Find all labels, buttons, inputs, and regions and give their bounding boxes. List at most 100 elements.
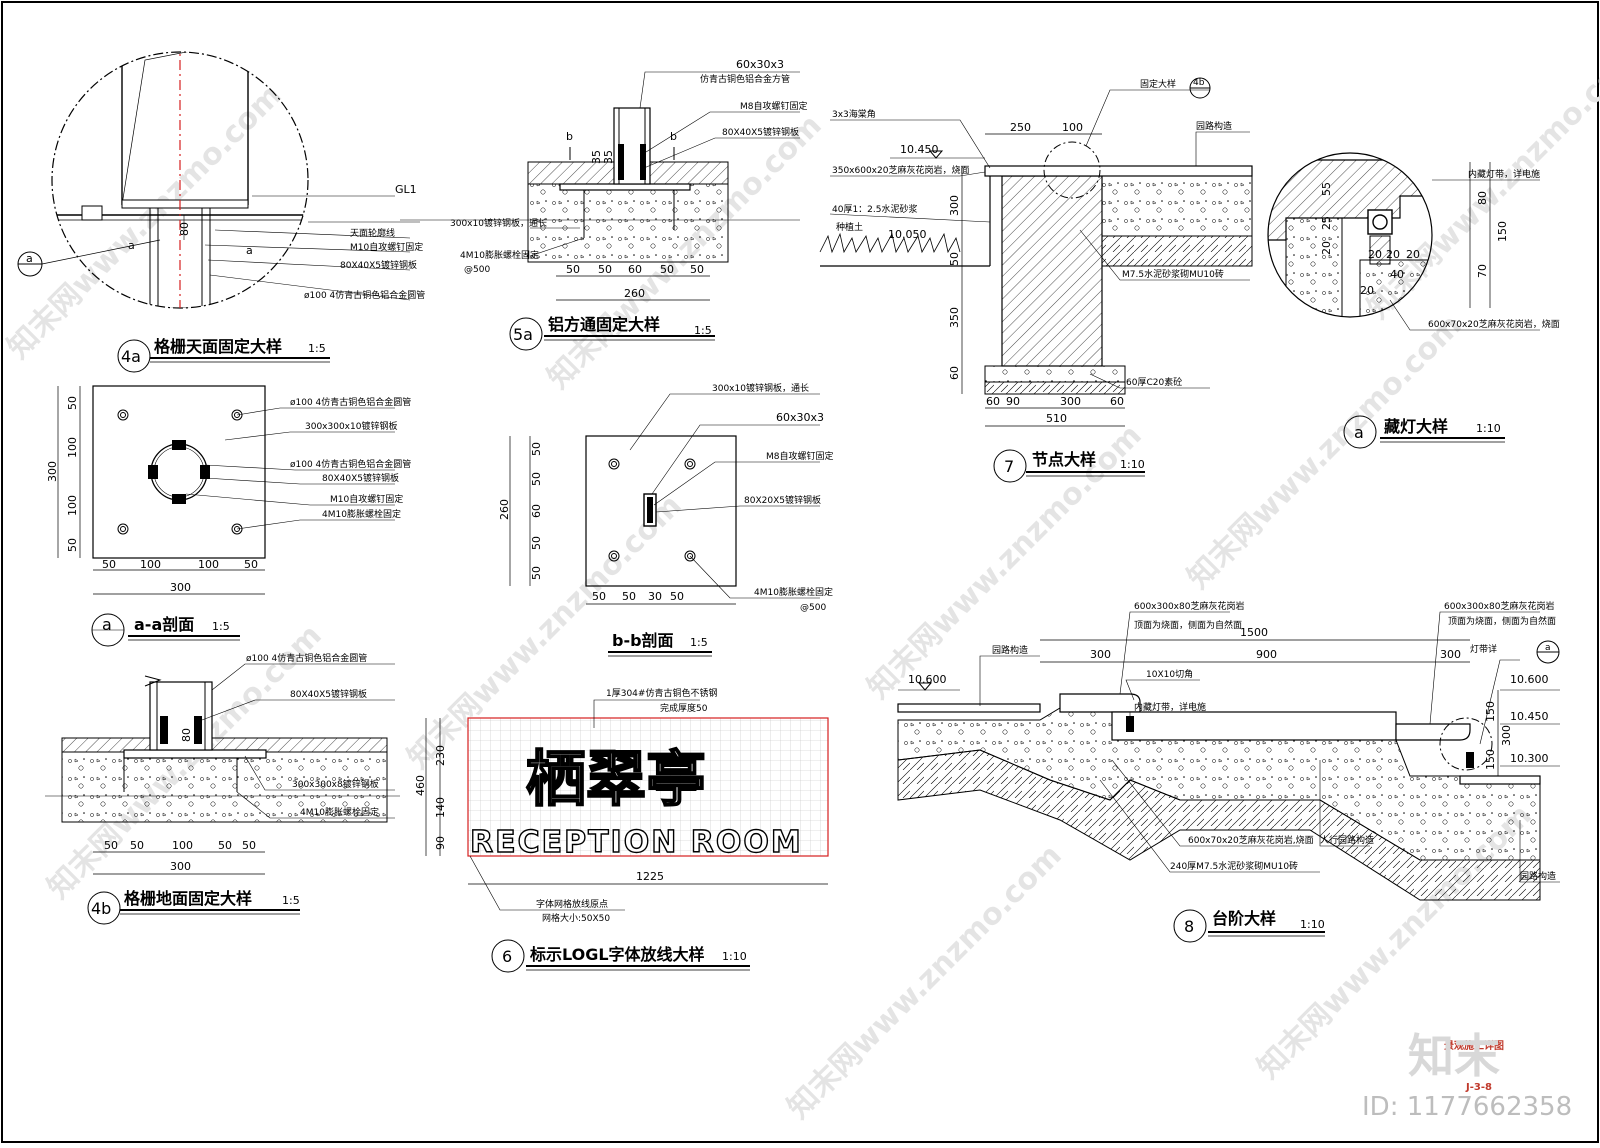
dim-label: 50 xyxy=(530,472,543,486)
dim-label: 20 xyxy=(1368,248,1382,261)
dim-label: 300 xyxy=(170,860,191,873)
dim-label: 300 xyxy=(1440,648,1461,661)
detail-tag: 4b xyxy=(91,899,111,918)
detail-tag: a xyxy=(1354,423,1364,442)
sign-english: RECEPTION ROOM xyxy=(470,825,803,860)
note-label: 600x70x20芝麻灰花岗岩，烧面 xyxy=(1428,318,1560,330)
level-label: 10.600 xyxy=(1510,673,1549,686)
brand-logo: 知末 xyxy=(1408,1029,1500,1083)
dim-label: 50 xyxy=(530,536,543,550)
section-mark: b xyxy=(566,130,573,143)
dim-label: 250 xyxy=(1010,121,1031,134)
dim-label: 100 xyxy=(66,495,79,516)
note-label: 顶面为烧面，侧面为自然面 xyxy=(1134,619,1242,631)
detail-tag: a xyxy=(102,615,112,634)
dim-label: 100 xyxy=(172,839,193,852)
dim-label: 150 xyxy=(1484,749,1497,770)
note-label: ø100 4仿青古铜色铝合金圆管 xyxy=(246,652,367,664)
dim-label: 90 xyxy=(434,836,447,850)
dim-label: 40 xyxy=(1390,268,1404,281)
note-label: 4M10膨胀螺栓固定 xyxy=(754,586,833,598)
dim-label: 50 xyxy=(566,263,580,276)
section-mark: b xyxy=(670,130,677,143)
dim-label: 300 xyxy=(170,581,191,594)
detail-title: b-b剖面 xyxy=(612,631,674,650)
detail-tag: 5a xyxy=(513,325,533,344)
dim-label: 100 xyxy=(1062,121,1083,134)
level-label: 10.600 xyxy=(908,673,947,686)
dim-label: 50 xyxy=(622,590,636,603)
dim-label: 80 xyxy=(178,222,191,236)
image-id: ID: 1177662358 xyxy=(1362,1092,1572,1122)
note-label: 600x300x80芝麻灰花岗岩 xyxy=(1444,600,1554,612)
dim-label: 100 xyxy=(198,558,219,571)
note-label: 完成厚度50 xyxy=(660,702,708,714)
note-label: M10自攻螺钉固定 xyxy=(330,493,403,505)
note-label: 600x70x20芝麻灰花岗岩,烧面 xyxy=(1188,834,1314,846)
dim-label: 50 xyxy=(244,558,258,571)
dim-label: 50 xyxy=(660,263,674,276)
detail-tag: 4a xyxy=(121,347,141,366)
dim-label: 300 xyxy=(1060,395,1081,408)
note-label: ø100 4仿青古铜色铝合金圆管 xyxy=(304,289,425,301)
dim-label: 260 xyxy=(498,499,511,520)
note-label: 字体网格放线原点 xyxy=(536,898,608,910)
dim-label: 70 xyxy=(1476,264,1489,278)
note-label: 网格大小:50X50 xyxy=(542,912,610,924)
dim-label: 100 xyxy=(66,437,79,458)
dim-label: 20 xyxy=(1386,248,1400,261)
note-label: 80X40X5镀锌钢板 xyxy=(322,472,399,484)
dim-label: 30 xyxy=(648,590,662,603)
note-label: 天面轮廓线 xyxy=(350,227,395,239)
dim-label: 510 xyxy=(1046,412,1067,425)
detail-title: 节点大样 xyxy=(1032,450,1096,469)
dim-label: 50 xyxy=(66,396,79,410)
dim-label: 460 xyxy=(414,775,427,796)
dim-label: 60 xyxy=(1110,395,1124,408)
detail-tag: 8 xyxy=(1184,917,1194,936)
note-label: 240厚M7.5水泥砂浆砌MU10砖 xyxy=(1170,860,1298,872)
dim-label: 50 xyxy=(66,538,79,552)
section-mark: a xyxy=(128,239,135,252)
dim-label: 50 xyxy=(102,558,116,571)
dim-label: 300 xyxy=(948,195,961,216)
dim-label: 60 xyxy=(628,263,642,276)
note-label: 4M10膨胀螺栓固定 xyxy=(300,806,379,818)
note-label: @500 xyxy=(800,603,826,613)
dim-label: 230 xyxy=(434,745,447,766)
dim-label: 50 xyxy=(592,590,606,603)
detail-title: 标示LOGL字体放线大样 xyxy=(529,945,705,964)
dim-label: 50 xyxy=(104,839,118,852)
dim-label: 300 xyxy=(1500,725,1513,746)
detail-4a: 80 a a a GL1 天面轮廓线 M10自攻螺钉固定 80X40X5镀锌钢板… xyxy=(17,51,425,373)
level-label: 10.450 xyxy=(900,143,939,156)
note-label: 300x300x8镀锌钢板 xyxy=(292,778,379,790)
detail-7-node: 10.450 10.050 3x3海棠角 350x600x20芝麻灰花岗岩，烧面… xyxy=(819,77,1253,483)
detail-5a: b b 35 35 60x30x3 仿青古铜色铝合金方管 M8自攻螺钉固定 80… xyxy=(400,58,808,351)
dim-label: 50 xyxy=(242,839,256,852)
dim-label: 150 xyxy=(1496,221,1509,242)
dim-label: 1225 xyxy=(636,870,664,883)
dim-label: 60 xyxy=(986,395,1000,408)
note-label: 园路构造 xyxy=(992,644,1028,656)
detail-scale: 1:5 xyxy=(690,636,708,649)
detail-scale: 1:10 xyxy=(1120,458,1145,471)
dim-label: 20 xyxy=(1406,248,1420,261)
note-label: 园路构造 xyxy=(1520,870,1556,882)
detail-ref: 4b xyxy=(1193,78,1205,88)
detail-title: 台阶大样 xyxy=(1212,909,1276,928)
note-label: GL1 xyxy=(395,183,417,196)
note-label: 人行园路构造 xyxy=(1320,834,1374,846)
dim-label: 35 xyxy=(590,150,603,164)
dim-label: 50 xyxy=(690,263,704,276)
detail-scale: 1:5 xyxy=(694,324,712,337)
note-label: 固定大样 xyxy=(1140,78,1176,90)
dim-label: 50 xyxy=(130,839,144,852)
detail-title: 藏灯大样 xyxy=(1384,417,1448,436)
detail-a-hidden-light: 内藏灯带，详电施 600x70x20芝麻灰花岗岩，烧面 55 25 20 20 … xyxy=(1267,152,1560,449)
note-label: 10X10切角 xyxy=(1146,668,1193,680)
note-label: 80X40X5镀锌钢板 xyxy=(722,126,799,138)
note-label: 种植土 xyxy=(836,221,863,233)
dim-label: 260 xyxy=(624,287,645,300)
